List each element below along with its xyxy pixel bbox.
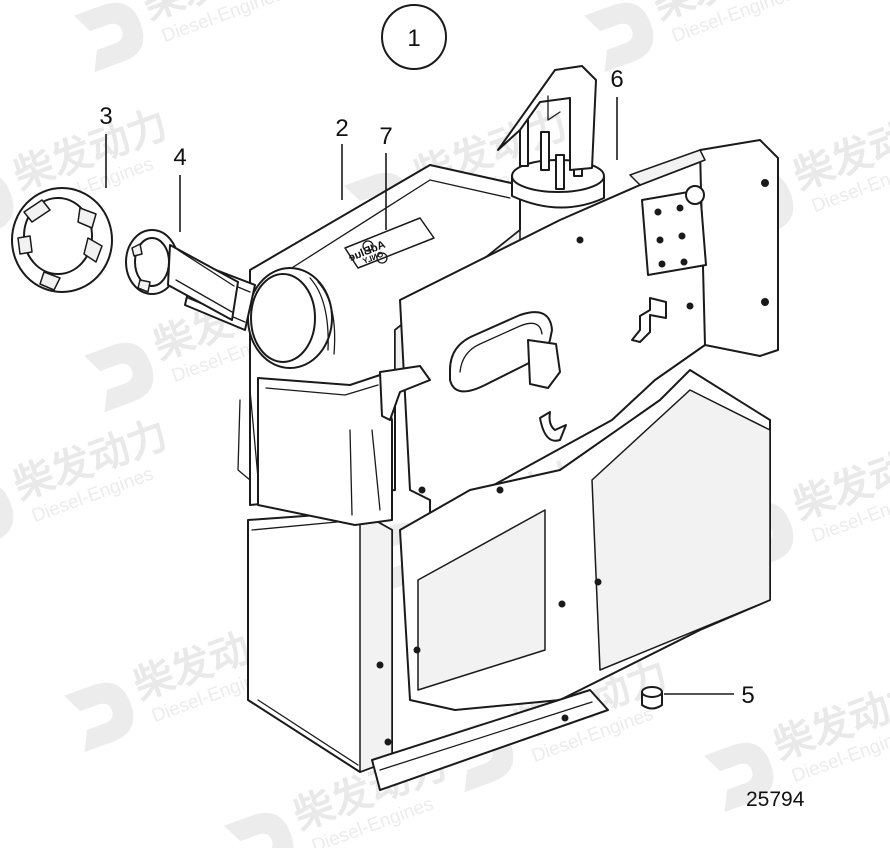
drain-plug [641, 686, 663, 710]
callout-4-label: 4 [173, 144, 186, 171]
filler-strainer [125, 229, 239, 321]
callout-5: 5 [664, 682, 755, 709]
callout-3-label: 3 [99, 103, 112, 130]
filler-cap [11, 187, 113, 293]
callout-6-label: 6 [610, 66, 623, 93]
level-sensor [497, 65, 605, 209]
mounting-bracket [371, 139, 779, 791]
callout-5-label: 5 [741, 682, 754, 709]
callout-6: 6 [610, 66, 624, 160]
callout-2-label: 2 [335, 115, 348, 142]
callout-7: 7 [379, 123, 393, 230]
tank-lower-body [247, 511, 393, 773]
watermark-logo-icon [73, 2, 144, 73]
figure-number: 25794 [746, 788, 805, 811]
watermark-logo-icon [223, 812, 294, 848]
callout-1-label: 1 [407, 25, 420, 52]
callout-4: 4 [173, 144, 187, 232]
callout-2: 2 [335, 115, 349, 200]
callout-group-1: 1 [381, 4, 447, 70]
watermark-logo-icon [583, 2, 654, 73]
watermark-logo-icon [63, 682, 134, 753]
watermark-logo-icon [83, 342, 154, 413]
callout-7-label: 7 [379, 123, 392, 150]
callout-3: 3 [99, 103, 113, 188]
watermark-logo-icon [703, 742, 774, 813]
